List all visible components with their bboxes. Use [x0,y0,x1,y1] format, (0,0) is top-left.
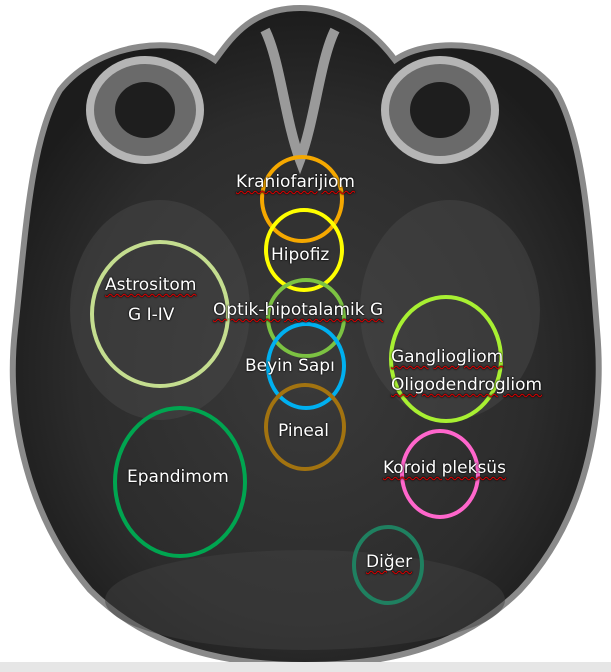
label-beyin-sapi: Beyin Sapı [245,356,335,376]
label-oligodendrogliom: Oligodendrogliom [391,375,543,395]
label-epandimom: Epandimom [127,467,229,487]
pineal-circle [264,383,346,471]
label-gangliogliom: Gangliogliom [391,347,504,367]
label-diger: Diğer [366,552,413,572]
label-kraniofarijiom: Kraniofarijiom [236,172,355,192]
label-astrositom: Astrositom [105,275,197,295]
label-koroid-pleksus: Koroid pleksüs [383,458,506,478]
bottom-strip [0,662,611,672]
astrositom-circle [90,240,230,388]
epandimom-circle [113,406,247,558]
hipofiz-circle [264,208,344,292]
gangliogliom-circle [389,295,503,423]
label-astrositom-grade: G I-IV [128,305,175,325]
koroid-circle [400,429,480,519]
label-pineal: Pineal [278,421,329,441]
optik-circle [266,278,346,358]
diger-circle [352,525,424,605]
beyin-sapi-circle [266,322,346,410]
label-optik-hipotalamik: Optik-hipotalamik G [213,300,384,320]
kraniofarijiom-circle [260,155,344,243]
label-hipofiz: Hipofiz [271,245,330,265]
